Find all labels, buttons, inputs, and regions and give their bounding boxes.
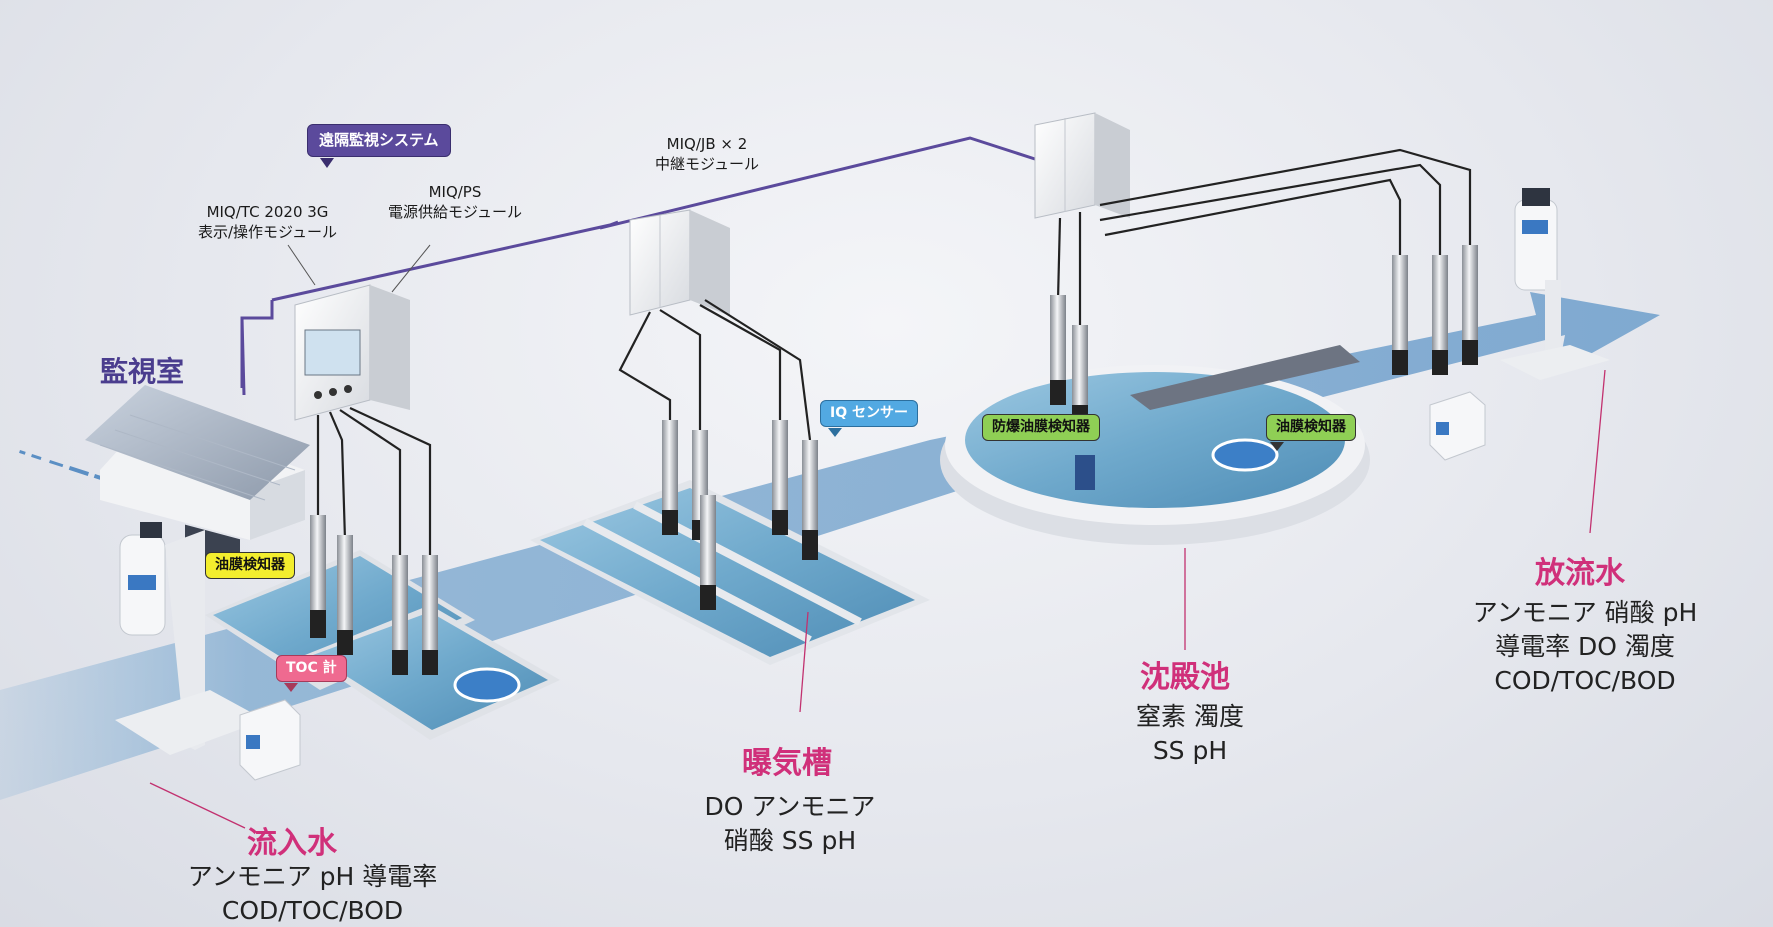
ps-module-model: MIQ/PS bbox=[428, 183, 482, 201]
stage-settling-title: 沈殿池 bbox=[1140, 660, 1230, 695]
effluent-toc-analyzer bbox=[1429, 391, 1486, 461]
iq-sensor-callout: IQ センサー bbox=[820, 400, 918, 428]
monitoring-room-title: 監視室 bbox=[100, 355, 185, 388]
oil-detector-settling-callout: 油膜検知器 bbox=[1266, 414, 1356, 442]
stage-aeration-line-1: DO アンモニア bbox=[704, 792, 876, 821]
ps-module-label: MIQ/PS 電源供給モジュール bbox=[388, 183, 522, 222]
junction-box-aeration bbox=[629, 209, 730, 316]
toc-meter-callout-tail bbox=[284, 683, 298, 692]
stage-pointer-lines bbox=[149, 369, 1606, 829]
junction-boxes bbox=[294, 112, 1130, 421]
toc-meter-callout: TOC 計 bbox=[276, 655, 347, 683]
stage-settling-line-1: 窒素 濁度 bbox=[1136, 702, 1244, 731]
stage-effluent-items: アンモニア 硝酸 pH 導電率 DO 濁度 COD/TOC/BOD bbox=[1470, 596, 1700, 697]
stage-effluent-line-2: 導電率 DO 濁度 bbox=[1495, 631, 1675, 661]
sensor-cables bbox=[316, 148, 1472, 560]
stage-settling-line-2: SS pH bbox=[1152, 735, 1228, 765]
stage-inflow-title: 流入水 bbox=[247, 826, 337, 861]
stage-aeration-items: DO アンモニア 硝酸 SS pH bbox=[695, 790, 885, 858]
remote-monitoring-label: 遠隔監視システム bbox=[319, 131, 439, 149]
aeration-tanks bbox=[530, 480, 930, 665]
inflow-analyzer bbox=[115, 522, 265, 755]
controller-terminal bbox=[294, 284, 410, 421]
stage-effluent-title: 放流水 bbox=[1535, 556, 1625, 591]
junction-box-settling bbox=[1034, 112, 1130, 219]
explosion-proof-oil-detector-callout: 防爆油膜検知器 bbox=[982, 414, 1100, 442]
stage-settling-items: 窒素 濁度 SS pH bbox=[1120, 700, 1260, 768]
stage-inflow-items: アンモニア pH 導電率 COD/TOC/BOD bbox=[160, 860, 465, 927]
tc-module-model: MIQ/TC 2020 3G bbox=[206, 203, 329, 221]
tc-module-desc: 表示/操作モジュール bbox=[198, 222, 338, 241]
jb-module-model: MIQ/JB × 2 bbox=[666, 135, 748, 153]
iq-sensors bbox=[310, 245, 1478, 675]
network-lines bbox=[240, 136, 1039, 396]
jb-module-desc: 中継モジュール bbox=[655, 154, 759, 173]
stage-inflow-line-1: アンモニア pH 導電率 bbox=[187, 862, 438, 891]
ps-module-desc: 電源供給モジュール bbox=[388, 202, 522, 221]
stage-effluent-line-1: アンモニア 硝酸 pH bbox=[1472, 598, 1698, 627]
remote-monitoring-callout-tail bbox=[320, 158, 334, 168]
toc-analyzer bbox=[239, 699, 301, 781]
effluent-analyzer bbox=[1500, 188, 1610, 380]
stage-aeration-line-2: 硝酸 SS pH bbox=[723, 825, 857, 855]
stage-aeration-title: 曝気槽 bbox=[742, 746, 832, 781]
stage-effluent-line-3: COD/TOC/BOD bbox=[1494, 665, 1676, 695]
explosion-proof-oil-detector-label: 防爆油膜検知器 bbox=[992, 419, 1090, 435]
iq-sensor-callout-tail bbox=[828, 428, 842, 437]
oil-detector-settling-label: 油膜検知器 bbox=[1276, 419, 1346, 435]
jb-module-label: MIQ/JB × 2 中継モジュール bbox=[655, 135, 759, 174]
remote-monitoring-callout: 遠隔監視システム bbox=[307, 124, 451, 157]
leader-lines bbox=[287, 244, 431, 293]
oil-detector-inflow-callout: 油膜検知器 bbox=[205, 552, 295, 580]
stage-inflow-line-2: COD/TOC/BOD bbox=[221, 895, 404, 925]
analyzer-stands bbox=[115, 188, 1610, 781]
toc-meter-label: TOC 計 bbox=[286, 660, 337, 676]
oil-detector-settling-callout-tail bbox=[1270, 442, 1284, 451]
tc-module-label: MIQ/TC 2020 3G 表示/操作モジュール bbox=[198, 203, 337, 242]
oil-detector-inflow-label: 油膜検知器 bbox=[215, 557, 285, 573]
iq-sensor-label: IQ センサー bbox=[830, 405, 908, 421]
